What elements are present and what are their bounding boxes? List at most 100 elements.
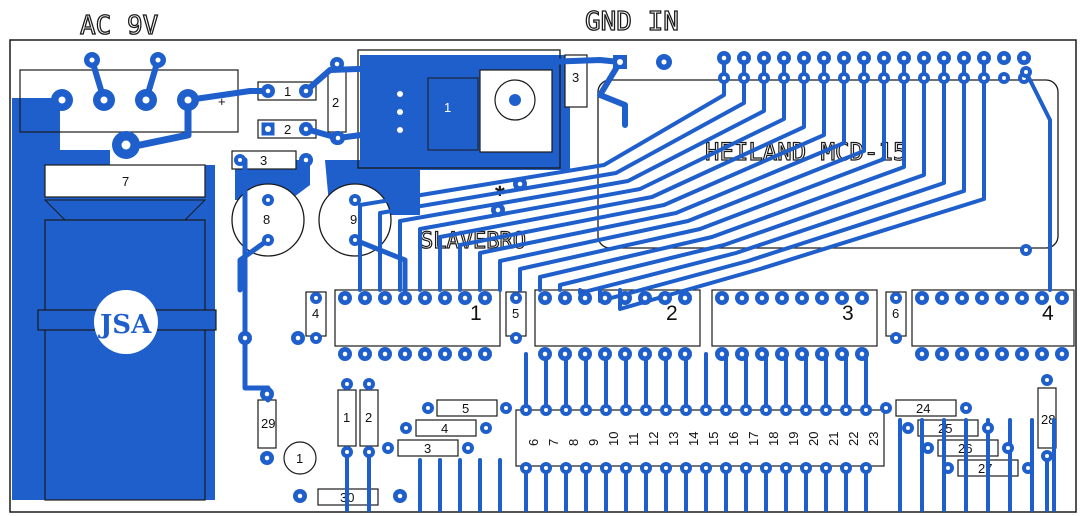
- regulator-outline: [357, 49, 561, 169]
- resistor-bank-label: 16: [726, 432, 741, 446]
- pad-hole: [721, 55, 727, 61]
- pad-hole: [979, 351, 985, 357]
- pad-hole: [942, 76, 946, 80]
- pad-hole: [265, 126, 271, 132]
- resistor-bank-label: 20: [806, 432, 821, 446]
- pad-hole: [982, 76, 986, 80]
- resistor-top-2-label: 2: [284, 122, 291, 137]
- pad-hole: [839, 295, 845, 301]
- pad-hole: [784, 466, 788, 470]
- pad-hole: [841, 55, 847, 61]
- pad-hole: [514, 336, 518, 340]
- resistor-29-label: 29: [261, 416, 275, 431]
- small-part-5-label: 5: [512, 306, 519, 321]
- pad-hole: [781, 55, 787, 61]
- pad-hole: [622, 295, 628, 301]
- chip-4-label: 4: [1042, 302, 1054, 325]
- pad-hole: [367, 382, 371, 386]
- pad-hole: [901, 55, 907, 61]
- pad-hole: [1001, 55, 1007, 61]
- pad-hole: [266, 238, 270, 242]
- pad-hole: [184, 96, 192, 104]
- pad-hole: [386, 446, 390, 450]
- resistor-3-label: 3: [260, 153, 267, 168]
- pad-hole: [844, 466, 848, 470]
- pad-hole: [402, 351, 408, 357]
- pad-hole: [824, 466, 828, 470]
- resistor-bank-label: 7: [546, 439, 561, 446]
- pad-hole: [661, 59, 667, 65]
- pad-hole: [1039, 351, 1045, 357]
- pot-outline: [564, 54, 588, 108]
- pad-hole: [1019, 295, 1025, 301]
- pad-hole: [739, 295, 745, 301]
- pad-hole: [859, 351, 865, 357]
- resistor-bank-label: 13: [666, 432, 681, 446]
- cap9-label: 9: [350, 212, 357, 227]
- pad-hole: [739, 351, 745, 357]
- pad-hole: [342, 351, 348, 357]
- pad-hole: [881, 55, 887, 61]
- pad-hole: [345, 450, 349, 454]
- pad-hole: [466, 446, 470, 450]
- copper-trace: [418, 56, 786, 292]
- pad-hole: [986, 426, 990, 430]
- copper-trace: [136, 96, 192, 149]
- pad-hole: [844, 408, 848, 412]
- resistor-24-label: 24: [916, 401, 930, 416]
- pad-hole: [894, 336, 898, 340]
- chip-4-outline: [911, 289, 1075, 347]
- copper-trace: [578, 56, 946, 295]
- pad-hole: [264, 455, 270, 461]
- pad-hole: [946, 466, 950, 470]
- resistor-bank-label: 8: [566, 439, 581, 446]
- pad-hole: [462, 295, 468, 301]
- resistor-3: [231, 150, 297, 170]
- resistor-bank-label: 22: [846, 432, 861, 446]
- resistor-3b-label: 3: [424, 441, 431, 456]
- copper-trace: [458, 56, 826, 292]
- resistor-v2-label: 2: [365, 410, 372, 425]
- pad-hole: [979, 295, 985, 301]
- pad-hole: [544, 408, 548, 412]
- pad-hole: [762, 76, 766, 80]
- pad-hole: [764, 408, 768, 412]
- pad-hole: [981, 55, 987, 61]
- copper-trace: [597, 59, 628, 128]
- pad-hole: [442, 351, 448, 357]
- pad-hole: [155, 57, 161, 63]
- pad-hole: [921, 55, 927, 61]
- pad-hole: [314, 336, 318, 340]
- pad-hole: [822, 76, 826, 80]
- pad-hole: [1019, 351, 1025, 357]
- copper-trace: [303, 57, 623, 94]
- resistor-bank-label: 10: [606, 432, 621, 446]
- pad-hole: [644, 466, 648, 470]
- resistor-bank-label: 15: [706, 432, 721, 446]
- pad-hole: [684, 466, 688, 470]
- pad-hole: [742, 76, 746, 80]
- pad-hole: [58, 96, 66, 104]
- pad-hole: [564, 408, 568, 412]
- resistor-top-vertical-label: 2: [332, 95, 339, 110]
- pad-hole: [334, 61, 340, 67]
- pad-hole: [604, 466, 608, 470]
- pad-hole: [744, 408, 748, 412]
- ac-plus-label: +: [218, 94, 226, 109]
- regulator-label: 1: [444, 100, 451, 115]
- pad-hole: [962, 76, 966, 80]
- pad-hole: [482, 351, 488, 357]
- pad-hole: [582, 351, 588, 357]
- pad-hole: [382, 351, 388, 357]
- pot-label: 3: [572, 70, 579, 85]
- pad-hole: [704, 466, 708, 470]
- pad-hole: [266, 198, 270, 202]
- copper-trace: [352, 237, 408, 293]
- resistor-bank-label: 21: [826, 432, 841, 446]
- pad-hole: [682, 351, 688, 357]
- pad-hole: [1045, 378, 1049, 382]
- pad-hole: [662, 295, 668, 301]
- pad-hole: [1059, 351, 1065, 357]
